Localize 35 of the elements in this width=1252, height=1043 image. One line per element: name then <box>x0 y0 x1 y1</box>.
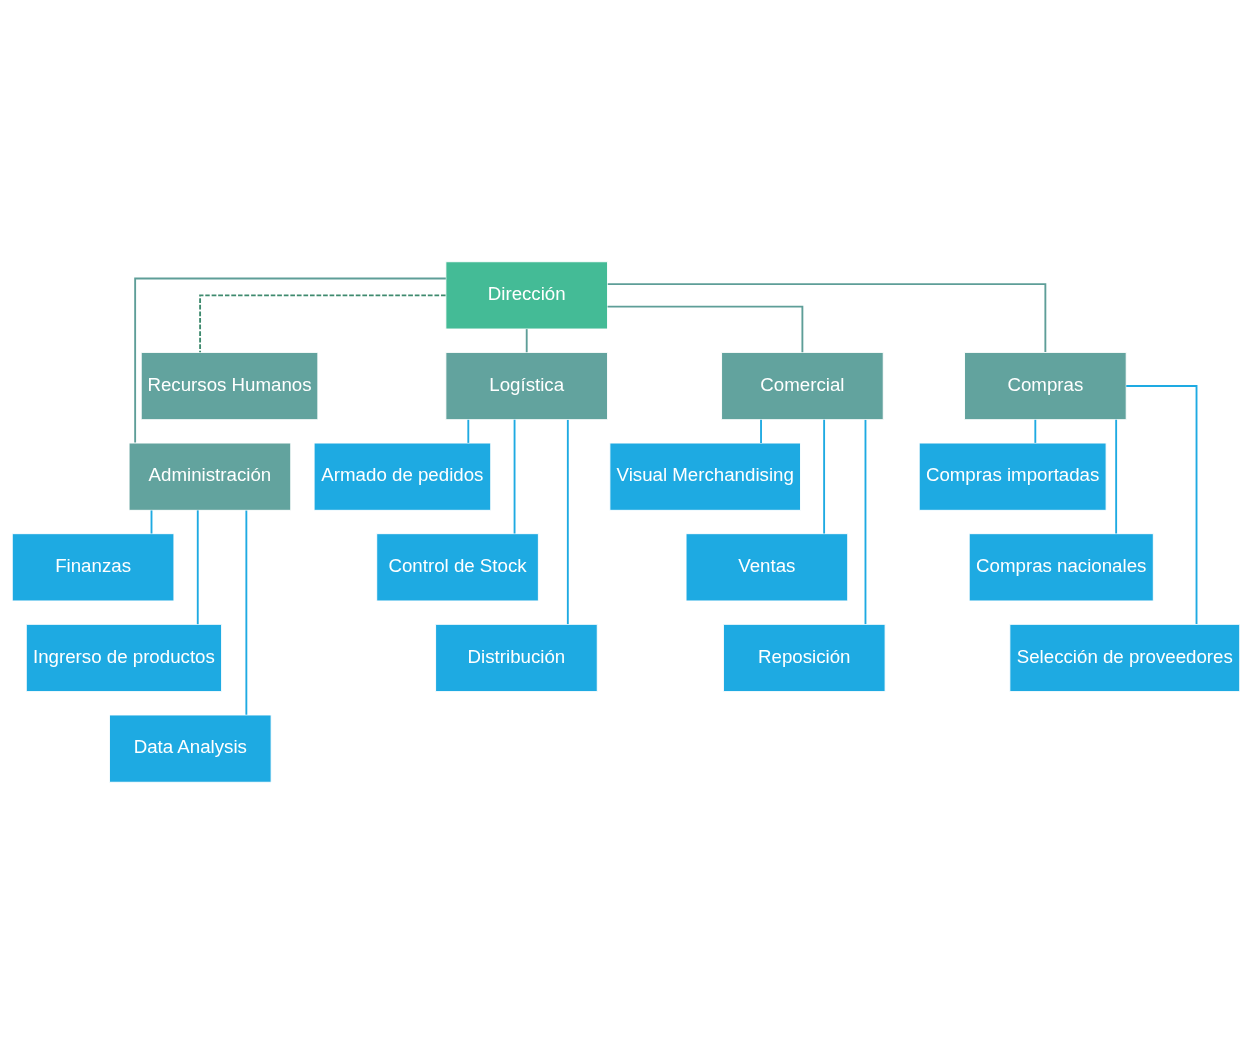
node-box: Control de Stock <box>376 532 539 601</box>
node-box: Finanzas <box>11 532 175 601</box>
node-box: Armado de pedidos <box>313 442 492 511</box>
node-box: Comercial <box>721 351 884 420</box>
connector <box>1115 418 1118 534</box>
connector <box>823 418 826 534</box>
connector <box>566 418 569 625</box>
connector <box>467 418 470 444</box>
connector <box>150 509 153 534</box>
node-box: Administración <box>128 442 292 511</box>
node-box: Dirección <box>445 260 608 329</box>
connector <box>1125 384 1198 625</box>
connector <box>606 282 1047 353</box>
node-box: Compras <box>964 351 1127 420</box>
node-box: Ingrerso de productos <box>25 623 223 692</box>
node-box: Reposición <box>722 623 886 692</box>
node-box: Distribución <box>435 623 598 692</box>
node-box: Recursos Humanos <box>140 351 319 420</box>
node-box: Data Analysis <box>109 714 272 783</box>
connector <box>134 277 447 444</box>
connector <box>196 508 199 625</box>
connector <box>760 418 762 444</box>
connector <box>864 418 867 625</box>
node-box: Compras nacionales <box>968 532 1154 601</box>
connector <box>513 418 516 534</box>
connector <box>245 509 248 716</box>
connector <box>525 327 528 353</box>
connector <box>1034 418 1037 444</box>
node-box: Logística <box>445 351 608 420</box>
connector <box>199 293 447 353</box>
node-box: Visual Merchandising <box>609 442 801 511</box>
node-box: Compras importadas <box>918 442 1107 511</box>
connector <box>606 305 804 353</box>
node-box: Ventas <box>685 532 849 601</box>
node-box: Selección de proveedores <box>1009 623 1241 692</box>
